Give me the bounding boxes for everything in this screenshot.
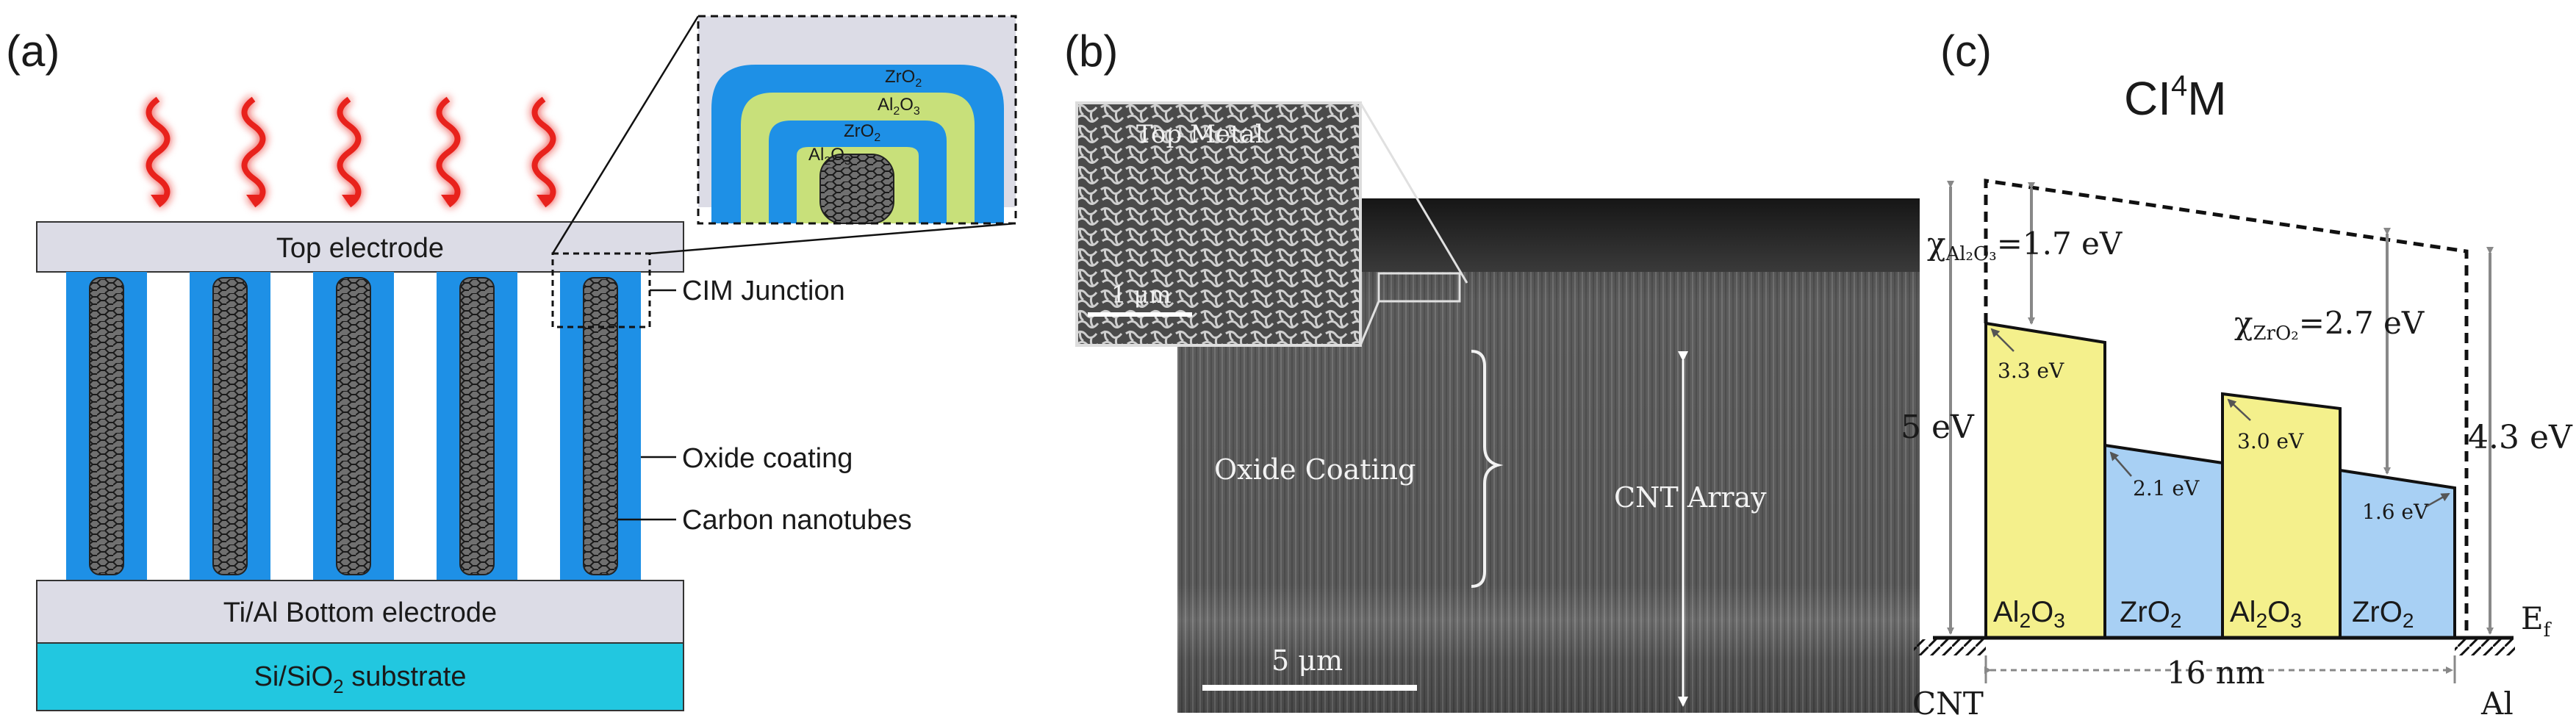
cnt-contact [1914, 639, 1986, 655]
barrier-3-pointer [2227, 398, 2251, 421]
substrate [36, 642, 684, 711]
cim-junction-label: CIM Junction [682, 276, 845, 306]
chi-al2o3-label: χAl₂O₃=1.7 eV [1927, 226, 2123, 265]
layer-4-label: ZrO2 [2352, 596, 2414, 632]
barrier-1-label: 3.3 eV [1998, 359, 2064, 383]
bottom-electrode [36, 580, 684, 644]
work-function-right-label: 4.3 eV [2468, 419, 2573, 456]
al-contact [2455, 639, 2515, 655]
inset-label-al2o3-inner: Al2O3 [808, 145, 851, 168]
barrier-4-pointer [2425, 492, 2450, 508]
inset-label-zro2-inner: ZrO2 [844, 121, 880, 144]
light-ray-5 [531, 96, 556, 208]
substrate-label: Si/SiO2 substrate [254, 661, 466, 697]
barrier-1-pointer [1990, 328, 2014, 352]
main-scale-label: 5 μm [1271, 644, 1343, 677]
al-contact-label: Al [2480, 686, 2514, 722]
panel-c: (c) CI4M χAl₂O₃=1.7 eV χZrO₂=2.7 eV 3.3 … [1901, 26, 2573, 722]
inset-label-al2o3-outer: Al2O3 [878, 95, 920, 118]
panel-c-label: (c) [1940, 26, 1992, 76]
sem-inset [1075, 101, 1362, 347]
top-electrode-label: Top electrode [276, 233, 444, 264]
light-rays [146, 96, 556, 208]
inset-scale-label: 1 μm [1111, 281, 1172, 309]
light-ray-1 [146, 96, 171, 208]
oxide-coating-label: Oxide coating [682, 443, 853, 474]
panel-b-label: (b) [1064, 26, 1118, 76]
oxide-coating-sem-label: Oxide Coating [1214, 453, 1416, 486]
bottom-electrode-label: Ti/Al Bottom electrode [223, 597, 497, 628]
light-ray-2 [241, 96, 266, 208]
panel-a: (a) Top electrode Ti/Al Bo [6, 15, 1017, 711]
inset-nanotube [819, 154, 894, 224]
carbon-nanotubes-label: Carbon nanotubes [682, 505, 912, 536]
nanotube-3 [336, 277, 371, 575]
barrier-4-label: 1.6 eV [2362, 500, 2429, 524]
cnt-array-label: CNT Array [1614, 481, 1767, 514]
nanotube-5 [583, 277, 618, 575]
layer-2-label: ZrO2 [2120, 596, 2181, 632]
panel-b: (b) Top Metal 1 μm Oxide Coating CNT Arr… [1064, 26, 1920, 713]
junction-inset: ZrO2 Al2O3 ZrO2 Al2O3 [697, 15, 1017, 225]
light-ray-3 [337, 96, 362, 208]
nanotube-1 [89, 277, 124, 575]
sem-zoom-region [1377, 272, 1461, 303]
zoom-line-left [551, 15, 700, 254]
nanotube-array [66, 272, 641, 581]
layer-1-label: Al2O3 [1993, 596, 2065, 632]
nanotube-2 [212, 277, 248, 575]
fermi-level-label: Ef [2521, 600, 2552, 641]
chi-zro2-label: χZrO₂=2.7 eV [2234, 305, 2425, 345]
cnt-contact-label: CNT [1912, 686, 1984, 722]
top-metal-label: Top Metal [1136, 120, 1263, 149]
panel-c-title: CI4M [2124, 70, 2227, 125]
light-ray-4 [436, 96, 461, 208]
panel-a-label: (a) [6, 26, 60, 76]
work-function-left-label: 5 eV [1901, 409, 1975, 446]
zoom-line-right [649, 222, 1016, 255]
oxide-brace [1471, 350, 1504, 588]
vacuum-level [1984, 179, 2469, 638]
barrier-2-pointer [2109, 451, 2132, 477]
thickness-label: 16 nm [2167, 655, 2265, 691]
top-electrode [36, 221, 684, 273]
layer-3-label: Al2O3 [2230, 596, 2302, 632]
inset-label-zro2-outer: ZrO2 [885, 67, 922, 90]
barrier-3-label: 3.0 eV [2237, 429, 2304, 453]
barrier-2-label: 2.1 eV [2133, 476, 2200, 500]
nanotube-4 [459, 277, 495, 575]
